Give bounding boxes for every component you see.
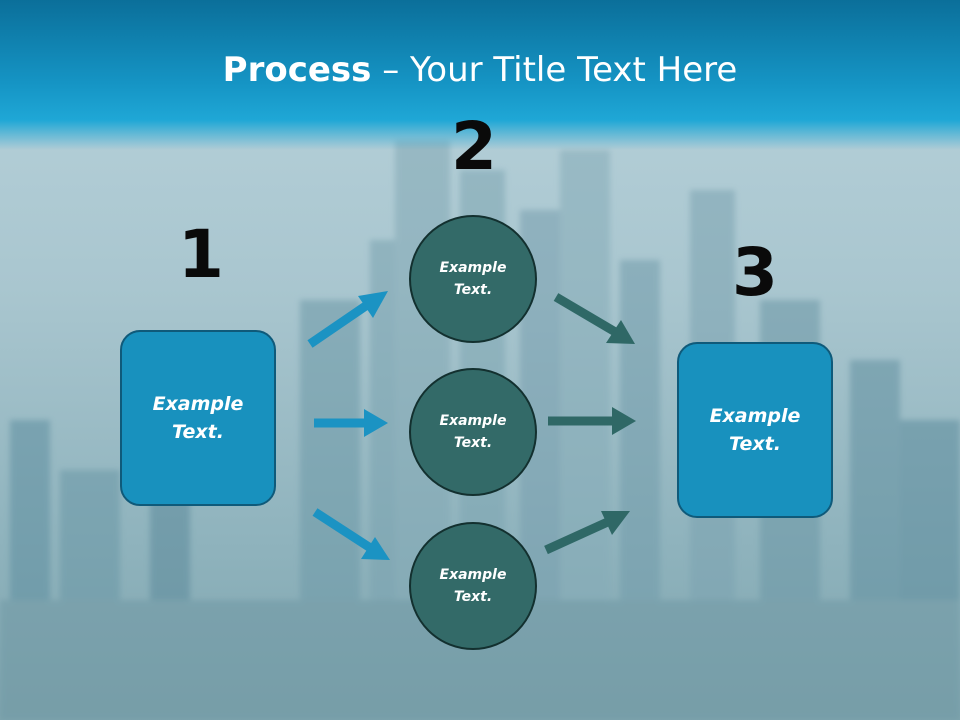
arrow-right-straight bbox=[548, 407, 636, 435]
step-number-2: 2 bbox=[451, 108, 497, 185]
middle-node-top: Example Text. bbox=[409, 215, 537, 343]
arrow-left-straight bbox=[314, 409, 388, 437]
middle-node-bottom-label: Example Text. bbox=[439, 566, 507, 605]
step-number-3: 3 bbox=[732, 234, 778, 311]
step-1-label: Example Text. bbox=[152, 392, 244, 444]
middle-node-center-label: Example Text. bbox=[439, 412, 507, 451]
step-number-1: 1 bbox=[178, 216, 224, 293]
step-1-box: Example Text. bbox=[120, 330, 276, 506]
header-band bbox=[0, 0, 960, 150]
arrow-right-down bbox=[553, 293, 635, 344]
step-3-box: Example Text. bbox=[677, 342, 833, 518]
title-bold: Process bbox=[222, 50, 372, 90]
title-dash: – bbox=[371, 50, 411, 90]
arrow-left-down bbox=[312, 508, 390, 560]
arrow-left-up bbox=[307, 291, 388, 348]
middle-node-bottom: Example Text. bbox=[409, 522, 537, 650]
step-3-label: Example Text. bbox=[709, 404, 801, 456]
title-rest: Your Title Text Here bbox=[410, 50, 738, 90]
middle-node-center: Example Text. bbox=[409, 368, 537, 496]
arrow-right-up bbox=[544, 511, 630, 555]
middle-node-top-label: Example Text. bbox=[439, 259, 507, 298]
slide-title: Process – Your Title Text Here bbox=[0, 50, 960, 90]
